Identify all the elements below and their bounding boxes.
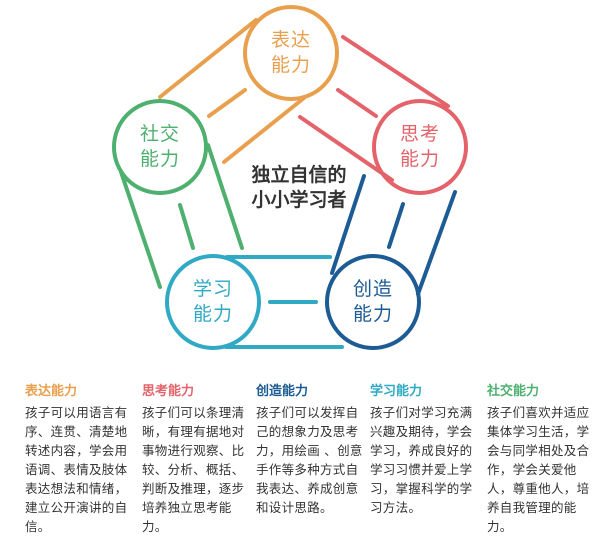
- description-body: 孩子们喜欢并适应集体学习生活，学会与同学相处及合作，学会关爱他人，尊重他人，培养…: [487, 405, 590, 534]
- description-title: 创造能力: [256, 384, 309, 399]
- description-title: 学习能力: [370, 384, 423, 399]
- node-expression-line1: 表达: [270, 29, 311, 51]
- description-learning: 学习能力 孩子们对学习充满兴趣及期待，学会学习，养成良好的学习习惯并爱上学习，掌…: [370, 383, 482, 517]
- node-expression-line2: 能力: [270, 54, 311, 76]
- thinking-circle: [372, 99, 468, 195]
- description-body: 孩子们对学习充满兴趣及期待，学会学习，养成良好的学习习惯并爱上学习，掌握科学的学…: [370, 405, 473, 515]
- node-thinking-line1: 思考: [399, 123, 440, 145]
- description-title: 表达能力: [25, 384, 78, 399]
- node-social-line1: 社交: [139, 123, 180, 145]
- center-title: 独立自信的 小小学习者: [234, 163, 364, 213]
- description-body: 孩子可以用语言有序、连贯、清楚地转述内容，学会用语调、表情及肢体表达想法和情绪，…: [25, 405, 128, 534]
- description-body: 孩子们可以条理清晰，有理有据地对事物进行观察、比较、分析、概括、判断及推理，逐步…: [142, 405, 245, 534]
- node-thinking-line2: 能力: [399, 148, 440, 170]
- node-creativity: 创造 能力: [328, 277, 418, 327]
- description-creativity: 创造能力 孩子们可以发挥自己的想象力及思考力，用绘画 、创意手作等多种方式自我表…: [256, 383, 368, 517]
- learning-circle: [165, 254, 261, 350]
- ability-pentagon-diagram: 表达 能力 思考 能力 创造 能力 学习 能力 社交 能力 独立自信的 小小学习…: [112, 5, 468, 350]
- node-learning-line1: 学习: [192, 278, 233, 300]
- node-expression: 表达 能力: [246, 28, 336, 78]
- diagram-lines: [112, 5, 468, 350]
- description-body: 孩子们可以发挥自己的想象力及思考力，用绘画 、创意手作等多种方式自我表达、养成创…: [256, 405, 363, 515]
- node-creativity-line1: 创造: [352, 278, 393, 300]
- description-title: 社交能力: [487, 384, 540, 399]
- expression-circle: [243, 5, 339, 101]
- social-circle: [112, 99, 208, 195]
- description-social: 社交能力 孩子们喜欢并适应集体学习生活，学会与同学相处及合作，学会关爱他人，尊重…: [487, 383, 599, 536]
- creativity-circle: [325, 254, 421, 350]
- center-title-line1: 独立自信的: [251, 164, 347, 186]
- description-title: 思考能力: [142, 384, 195, 399]
- node-thinking: 思考 能力: [375, 122, 465, 172]
- node-social-line2: 能力: [139, 148, 180, 170]
- center-title-line2: 小小学习者: [251, 189, 347, 211]
- description-expression: 表达能力 孩子可以用语言有序、连贯、清楚地转述内容，学会用语调、表情及肢体表达想…: [25, 383, 137, 536]
- node-creativity-line2: 能力: [352, 303, 393, 325]
- node-learning: 学习 能力: [168, 277, 258, 327]
- node-learning-line2: 能力: [192, 303, 233, 325]
- description-thinking: 思考能力 孩子们可以条理清晰，有理有据地对事物进行观察、比较、分析、概括、判断及…: [142, 383, 254, 536]
- node-social: 社交 能力: [115, 122, 205, 172]
